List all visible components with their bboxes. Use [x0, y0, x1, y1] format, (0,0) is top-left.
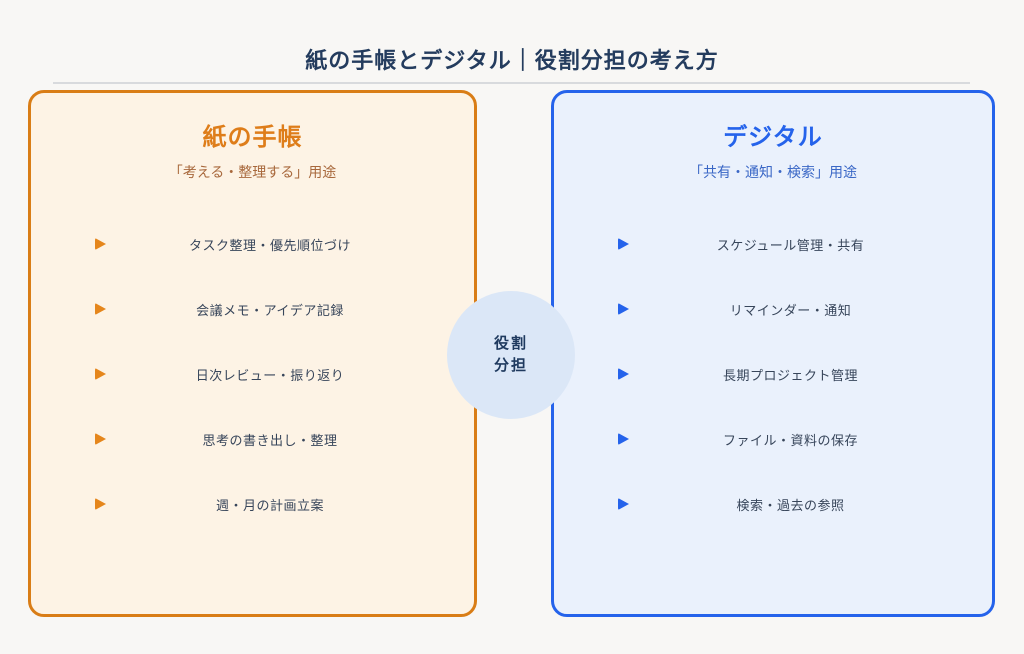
list-item: 検索・過去の参照 [554, 484, 992, 524]
list-item: タスク整理・優先順位づけ [31, 224, 474, 264]
triangle-bullet-icon [618, 498, 629, 510]
page-title: 紙の手帳とデジタル｜役割分担の考え方 [305, 47, 719, 73]
list-item-label: 思考の書き出し・整理 [202, 432, 338, 448]
digital-item-list: スケジュール管理・共有 リマインダー・通知 長期プロジェクト管理 ファイル・資料… [554, 224, 992, 524]
triangle-bullet-icon [618, 238, 629, 250]
list-item: ファイル・資料の保存 [554, 419, 992, 459]
triangle-bullet-icon [95, 238, 106, 250]
badge-line: 役割 [493, 335, 528, 352]
paper-item-list: タスク整理・優先順位づけ 会議メモ・アイデア記録 日次レビュー・振り返り 思考の… [31, 224, 474, 524]
triangle-bullet-icon [95, 303, 106, 315]
title-divider [53, 82, 970, 84]
paper-panel-title: 紙の手帳 [202, 124, 303, 151]
role-division-badge: 役割 分担 [447, 291, 575, 419]
list-item-label: 検索・過去の参照 [736, 497, 845, 513]
triangle-bullet-icon [95, 368, 106, 380]
list-item: リマインダー・通知 [554, 289, 992, 329]
list-item-label: 会議メモ・アイデア記録 [196, 302, 344, 318]
list-item-label: 長期プロジェクト管理 [722, 367, 858, 383]
triangle-bullet-icon [95, 498, 106, 510]
paper-notebook-panel: 紙の手帳 「考える・整理する」用途 タスク整理・優先順位づけ 会議メモ・アイデア… [28, 90, 477, 617]
list-item-label: スケジュール管理・共有 [716, 237, 865, 253]
triangle-bullet-icon [618, 433, 629, 445]
triangle-bullet-icon [618, 368, 629, 380]
list-item-label: 日次レビュー・振り返り [195, 367, 345, 383]
list-item: スケジュール管理・共有 [554, 224, 992, 264]
paper-panel-subtitle: 「考える・整理する」用途 [168, 164, 337, 180]
list-item-label: タスク整理・優先順位づけ [188, 237, 351, 253]
list-item: 長期プロジェクト管理 [554, 354, 992, 394]
list-item-label: ファイル・資料の保存 [722, 432, 858, 448]
list-item: 日次レビュー・振り返り [31, 354, 474, 394]
triangle-bullet-icon [95, 433, 106, 445]
digital-panel-title: デジタル [723, 124, 823, 151]
badge-line: 分担 [493, 357, 528, 374]
digital-panel-subtitle: 「共有・通知・検索」用途 [689, 164, 857, 180]
list-item: 思考の書き出し・整理 [31, 419, 474, 459]
list-item-label: リマインダー・通知 [729, 302, 852, 318]
list-item-label: 週・月の計画立案 [215, 497, 324, 513]
digital-panel: デジタル 「共有・通知・検索」用途 スケジュール管理・共有 リマインダー・通知 … [551, 90, 995, 617]
list-item: 会議メモ・アイデア記録 [31, 289, 474, 329]
triangle-bullet-icon [618, 303, 629, 315]
list-item: 週・月の計画立案 [31, 484, 474, 524]
